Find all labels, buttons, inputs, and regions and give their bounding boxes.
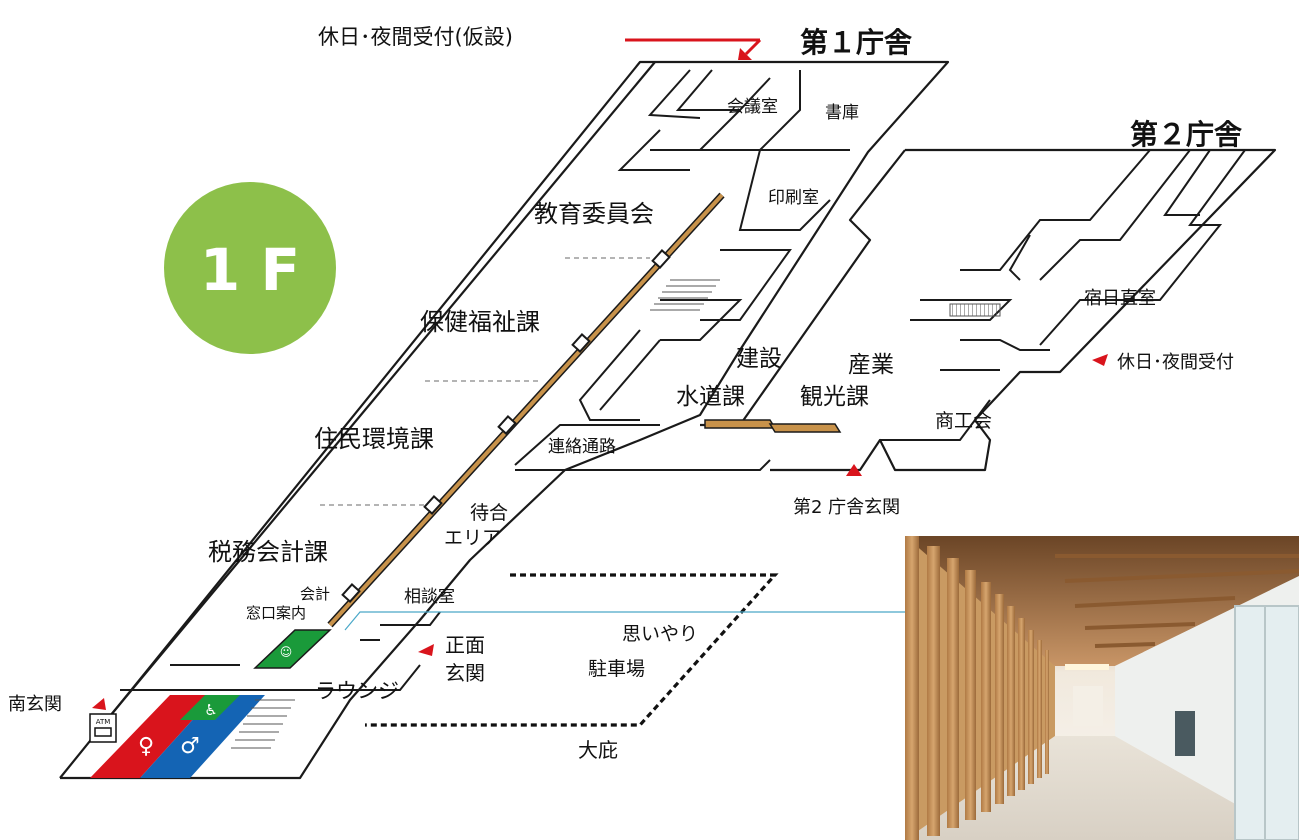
- partition: [578, 329, 641, 421]
- top-reception-arrow: [625, 38, 762, 60]
- pillar: [341, 583, 361, 603]
- parking-main: 大庇: [578, 738, 618, 762]
- entrance-holiday-night: 休日･夜間受付: [1117, 352, 1234, 373]
- pillar: [497, 415, 517, 435]
- room-consult: 相談室: [404, 587, 455, 607]
- building-2-outline: [770, 148, 1277, 472]
- partition: [330, 664, 421, 691]
- floor-badge: 1 F: [164, 182, 336, 354]
- partition: [617, 129, 690, 171]
- room-health: 保健福祉課: [420, 308, 540, 336]
- partition: [1008, 234, 1031, 281]
- wood-counter: [768, 423, 842, 433]
- partition: [960, 339, 1050, 351]
- info-icon: ☺: [280, 645, 293, 659]
- parking-outline: [365, 573, 779, 727]
- room-industry-2: 観光課: [800, 384, 869, 410]
- female-icon: ♀: [138, 734, 154, 759]
- partition: [880, 399, 991, 441]
- parking-line1: 思いやり: [622, 623, 698, 645]
- building-1-outline: [59, 60, 950, 780]
- link-corridor-top: [514, 424, 660, 466]
- toilet-male: [140, 695, 265, 778]
- pillar: [651, 249, 671, 269]
- room-kaikei-2: 窓口案内: [246, 604, 306, 622]
- room-kaikei-1: 会計: [300, 585, 330, 603]
- partition: [660, 299, 743, 341]
- room-construction-2: 水道課: [676, 384, 745, 410]
- stairs-south: [231, 699, 295, 749]
- male-icon: ♂: [180, 734, 200, 759]
- room-construction-1: 建設: [736, 346, 782, 372]
- room-industry-1: 産業: [848, 352, 894, 378]
- room-lounge: ラウンジ: [315, 679, 399, 703]
- pillar: [571, 333, 591, 353]
- partition: [960, 149, 1151, 271]
- link-corridor-bottom: [515, 459, 771, 471]
- corridor-photo: [905, 536, 1299, 840]
- floor-badge-circle: [164, 182, 336, 354]
- room-waiting-2: エリア: [444, 527, 501, 549]
- corridor-wood: [328, 193, 724, 627]
- room-tax: 税務会計課: [208, 538, 328, 566]
- partition: [599, 339, 661, 411]
- atm-label: ATM: [96, 718, 111, 726]
- parking-line2: 駐車場: [588, 658, 645, 680]
- partition: [1163, 149, 1211, 216]
- partition: [647, 69, 701, 119]
- partition: [675, 69, 771, 111]
- entrance-front-1: 正面: [445, 633, 485, 657]
- holiday-night-marker: [1092, 354, 1108, 366]
- south-entrance-marker: [92, 698, 106, 710]
- building-1-title: 第１庁舎: [800, 26, 912, 59]
- room-archive: 書庫: [825, 103, 859, 123]
- room-corridor: 連絡通路: [548, 437, 616, 457]
- pillar: [423, 495, 443, 515]
- partition: [700, 249, 792, 321]
- corridor-photo-art: [905, 536, 1299, 840]
- room-resident: 住民環境課: [314, 425, 434, 453]
- room-education: 教育委員会: [534, 200, 654, 228]
- top-reception-label: 休日･夜間受付(仮設): [318, 25, 513, 49]
- room-printing: 印刷室: [768, 188, 819, 208]
- building-1: ☺ ♿ ♀ ♂ ATM: [59, 60, 950, 780]
- building-2: [700, 148, 1277, 472]
- partition: [1039, 149, 1191, 281]
- toilet-female: [90, 695, 215, 778]
- entrance-second-bldg: 第2 庁舎玄関: [793, 497, 900, 518]
- entrance-front-2: 玄関: [445, 661, 485, 685]
- stairs: [650, 279, 720, 311]
- wheelchair-icon: ♿: [204, 701, 217, 719]
- second-entrance-marker: [846, 464, 862, 476]
- room-waiting-1: 待合: [470, 502, 508, 524]
- toilet-accessible: [180, 695, 240, 720]
- partition: [1039, 149, 1246, 346]
- stairs-b2: [949, 303, 1001, 317]
- room-night-duty: 宿日直室: [1084, 288, 1156, 309]
- photo-leader-line: [344, 611, 905, 631]
- info-desk-green: [253, 629, 332, 669]
- wood-counter: [704, 419, 777, 429]
- room-meeting: 会議室: [727, 97, 778, 117]
- building-2-title: 第２庁舎: [1130, 118, 1242, 151]
- partition: [380, 611, 441, 626]
- room-commerce: 商工会: [935, 410, 992, 432]
- entrance-south: 南玄関: [8, 694, 62, 715]
- atm-icon: ATM: [89, 713, 117, 743]
- floor-label: 1 F: [200, 236, 300, 304]
- building-1-west-wall: [89, 61, 656, 741]
- front-entrance-marker: [418, 644, 434, 656]
- partition: [738, 149, 831, 231]
